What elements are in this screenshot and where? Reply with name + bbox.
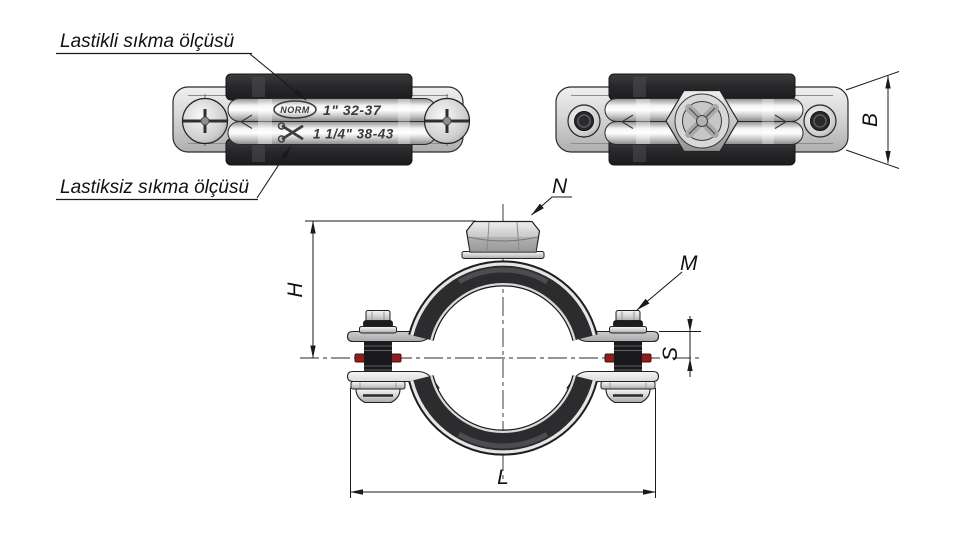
nut-dome-curve (468, 236, 538, 242)
band-notch-left (620, 114, 634, 130)
strip-highlight (398, 99, 410, 144)
front-view: H L S N M (284, 175, 702, 498)
band-inner-highlight (430, 375, 576, 434)
ring-inner-contour (432, 375, 574, 431)
cap-facets (371, 311, 385, 321)
band-notch-right (774, 114, 788, 130)
annotations: Lastikli sıkma ölçüsü Lastiksiz sıkma öl… (56, 31, 307, 201)
band-inner-highlight (430, 282, 576, 341)
threaded-shaft (364, 341, 392, 372)
screw-assembly-right (599, 309, 657, 404)
dim-letter-M: M (680, 252, 698, 275)
upper-washer (359, 326, 397, 334)
strip-highlight (258, 99, 272, 144)
ext-line (845, 149, 900, 169)
label-with-rubber: Lastikli sıkma ölçüsü (60, 31, 235, 52)
washer-ticks (359, 382, 397, 388)
plate-hole (803, 104, 837, 138)
clamp-ring (408, 260, 598, 456)
side-view-back: B (555, 71, 900, 169)
ring-outer-contour (408, 260, 598, 335)
lower-washer (350, 381, 406, 390)
thread-ridges (364, 345, 392, 371)
rubber-ring-bottom (408, 375, 598, 455)
ext-line (845, 71, 900, 91)
nut-facets (486, 221, 520, 253)
rubber-sheen (252, 77, 265, 97)
callout-N: N (531, 175, 572, 216)
ring-inner-contour (432, 285, 574, 341)
band-size-top: 1" 32-37 (323, 102, 382, 118)
rubber-sheen (252, 142, 265, 162)
dim-letter-S: S (659, 347, 682, 361)
ring-outer-contour (408, 381, 598, 456)
brand-logo-text: NORM (280, 105, 310, 115)
label-without-rubber: Lastiksiz sıkma ölçüsü (60, 177, 249, 198)
crossed-wrenches-icon (277, 122, 304, 143)
leader-without-rubber (256, 145, 292, 199)
strip-highlight (636, 99, 650, 144)
dimension-H: H (284, 220, 476, 359)
side-view-front: NORM 1" 32-37 1 1/4" 38-43 (172, 73, 471, 166)
band-outer-highlight (410, 380, 596, 454)
callout-M: M (636, 252, 698, 311)
dimension-B: B (845, 71, 900, 169)
band-size-bottom: 1 1/4" 38-43 (313, 127, 394, 142)
strip-highlight (762, 99, 774, 144)
cap-nut (461, 220, 545, 259)
band-notch-left (239, 114, 253, 130)
band-outer-highlight (410, 262, 596, 336)
leader-line (636, 271, 683, 311)
rubber-sheen (633, 142, 646, 162)
dimension-S: S (659, 316, 701, 377)
rubber-sheen (457, 432, 549, 449)
dim-letter-H: H (284, 282, 307, 298)
nut-dome-shade (468, 237, 538, 252)
rubber-sheen (633, 77, 646, 97)
brand-logo-oval (273, 100, 317, 119)
plate-hole (567, 104, 601, 138)
rubber-sheen (457, 267, 549, 284)
dim-letter-N: N (552, 175, 568, 198)
dim-letter-B: B (859, 113, 882, 127)
dim-letter-L: L (497, 466, 509, 489)
screw-assembly-left (350, 310, 406, 404)
leader-line (531, 196, 572, 216)
screw-cap (365, 310, 391, 322)
leader-with-rubber (249, 53, 307, 101)
cross-recess-icon (685, 104, 719, 138)
center-boss-nut-top (665, 89, 739, 153)
combi-screw-head-icon (181, 94, 229, 148)
rubber-ring-top (408, 261, 598, 341)
dimension-L: L (350, 388, 656, 498)
